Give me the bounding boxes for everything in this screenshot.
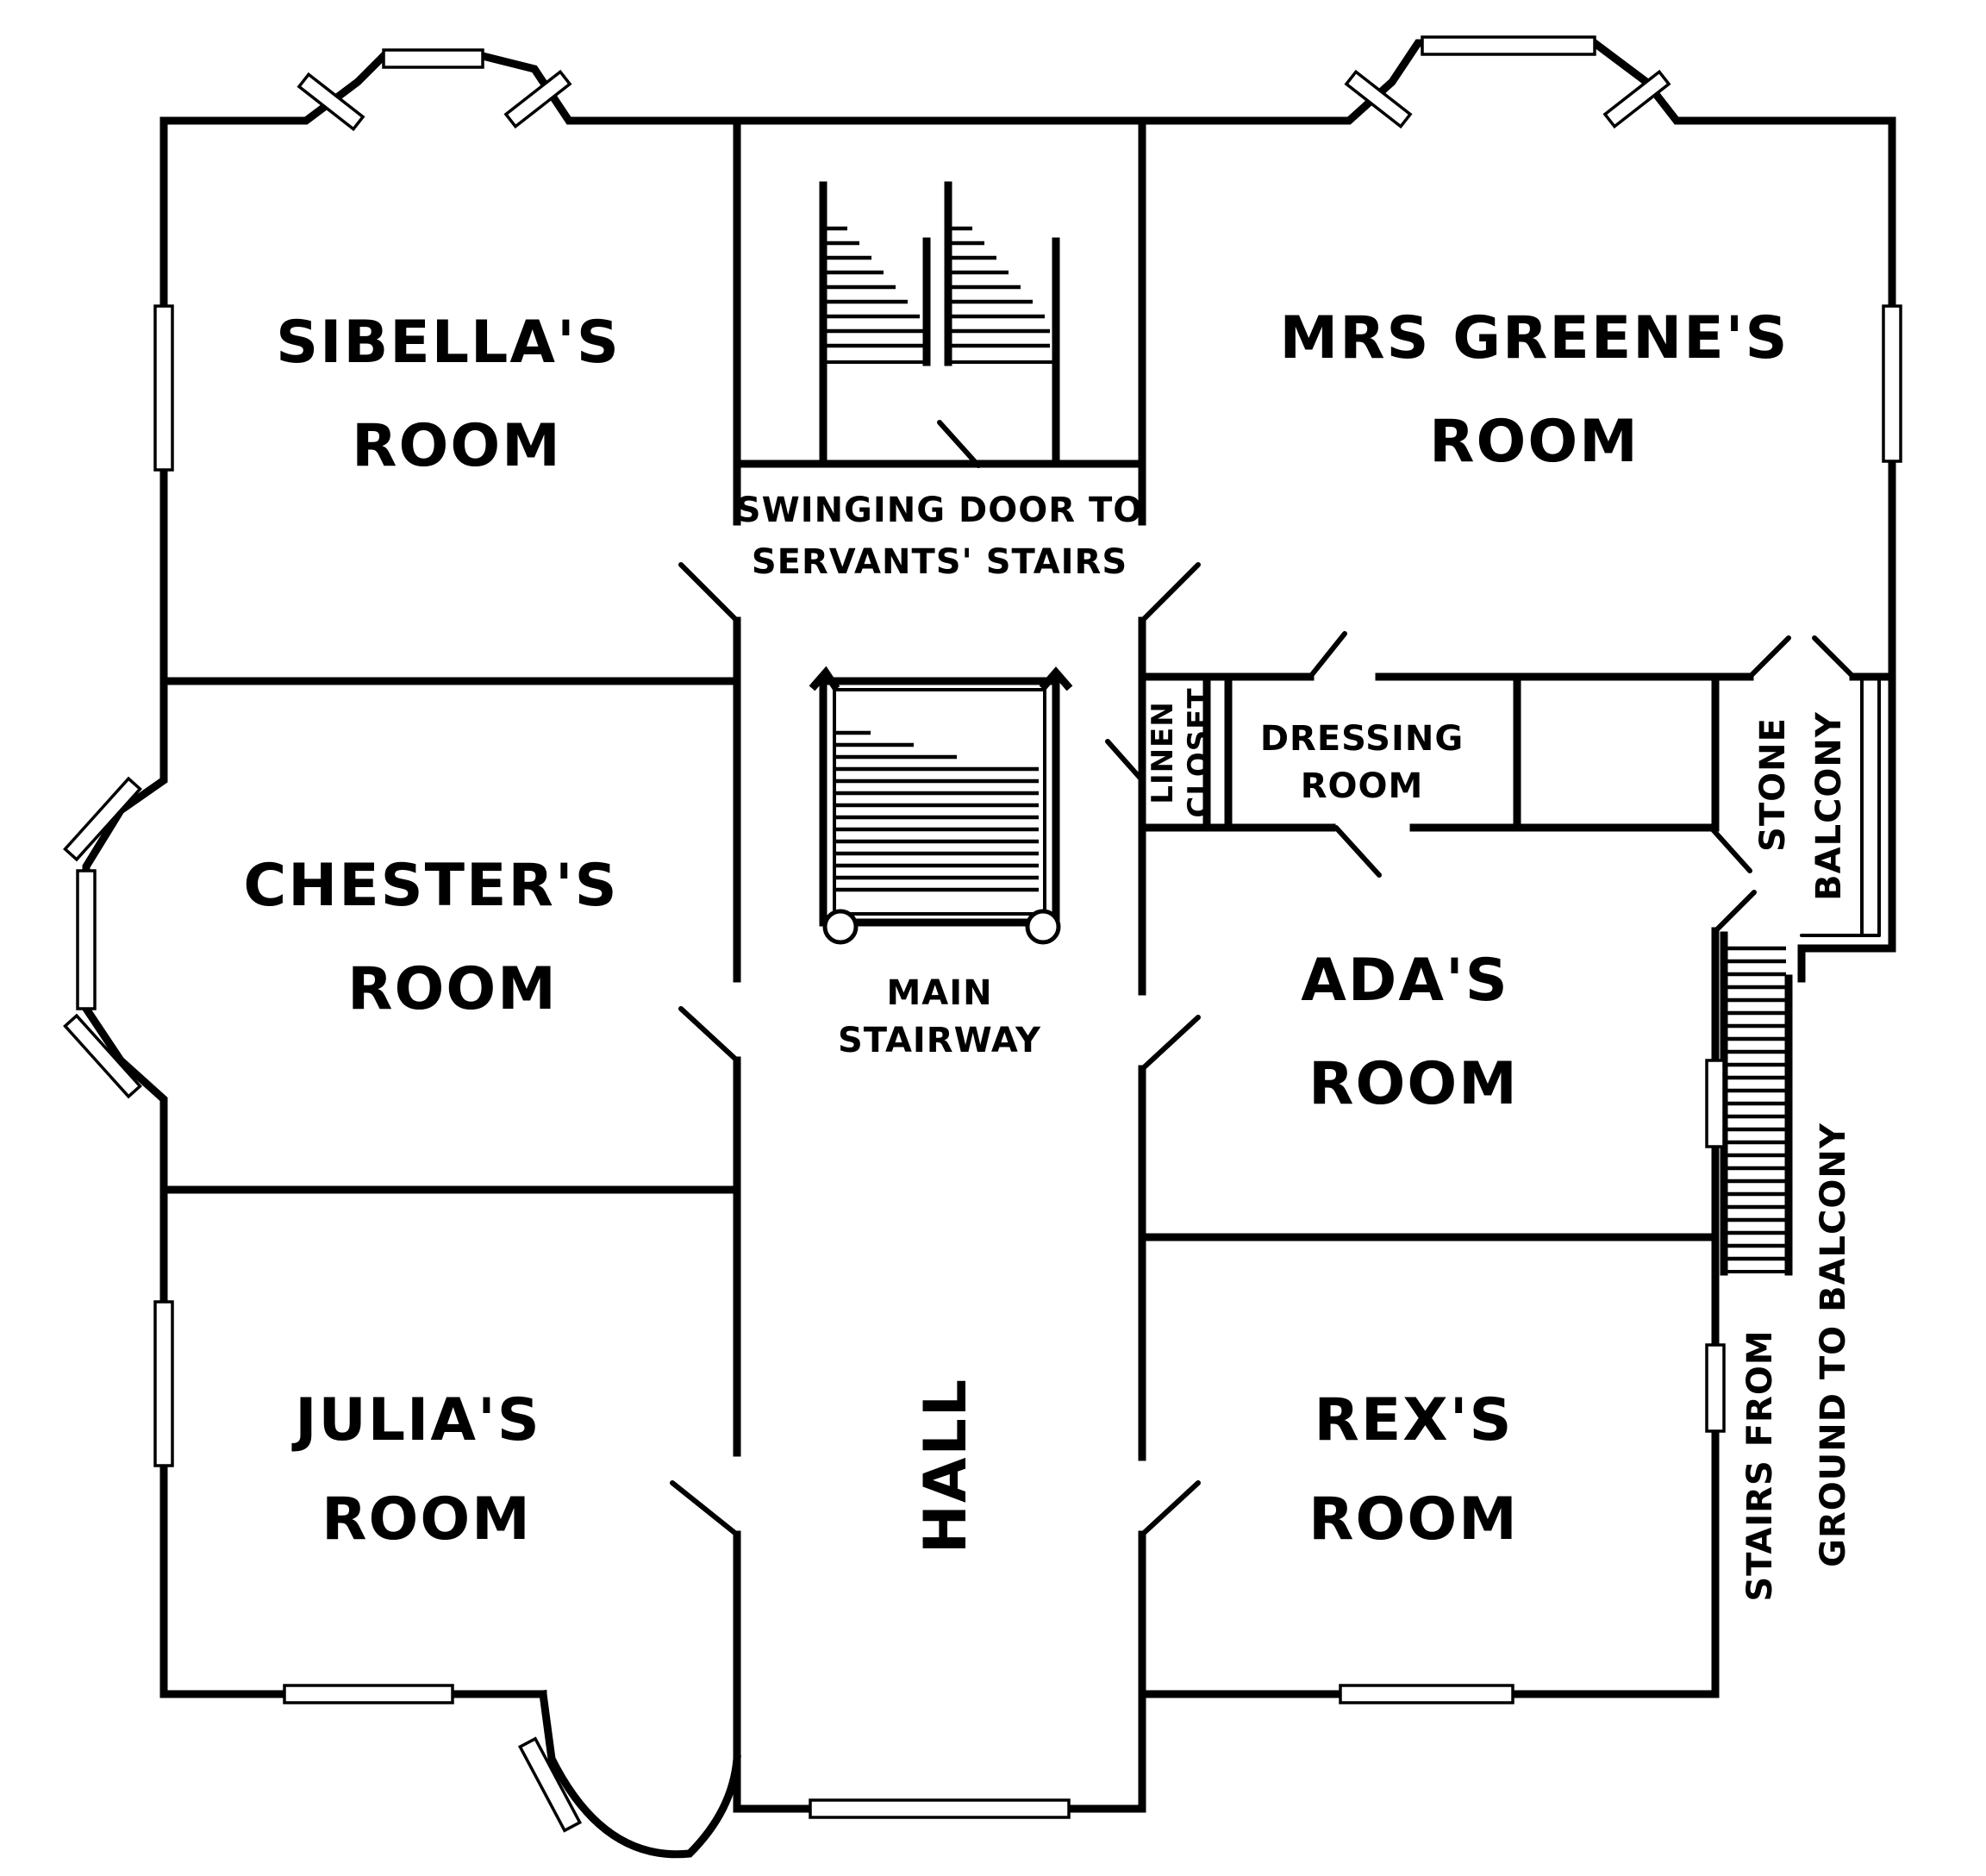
julia-room-word: ROOM (322, 1485, 532, 1554)
dressing-room-line2: ROOM (1301, 766, 1424, 806)
linen-closet-line1: LINEN (1146, 701, 1180, 804)
interior-walls (159, 116, 1896, 1698)
julia-room-name: JULIA'S (291, 1386, 541, 1454)
room-labels: SIBELLA'S ROOM MRS GREENE'S ROOM CHESTER… (243, 304, 1853, 1602)
bottom-bay-wall (538, 1689, 741, 1859)
dressing-room-line1: DRESSING (1260, 719, 1464, 759)
hall-label: HALL (912, 1378, 980, 1554)
sibella-room-word: ROOM (352, 412, 562, 480)
main-stairway-line2: STAIRWAY (838, 1021, 1041, 1060)
doors (670, 420, 1856, 1537)
stone-balcony-line2: BALCONY (1809, 711, 1849, 901)
linen-closet-line2: CLOSET (1182, 687, 1216, 817)
balcony-stairs-line1: STAIRS FROM (1740, 1329, 1780, 1601)
main-stairway (809, 666, 1073, 945)
ada-room-word: ROOM (1308, 1050, 1519, 1118)
mrs-greene-room-word: ROOM (1429, 408, 1639, 476)
mrs-greene-room-name: MRS GREENE'S (1280, 304, 1789, 372)
swinging-door-line2: SERVANTS' STAIRS (752, 542, 1127, 582)
balcony-stairs (1720, 931, 1793, 1276)
ada-room-name: ADA'S (1301, 947, 1509, 1015)
servants-stairs (819, 181, 1060, 468)
stone-balcony-line1: STONE (1753, 717, 1793, 852)
sibella-room-name: SIBELLA'S (276, 309, 621, 377)
windows (63, 35, 1902, 1833)
chester-room-name: CHESTER'S (243, 852, 618, 920)
chester-room-word: ROOM (347, 955, 558, 1023)
rex-room-word: ROOM (1308, 1485, 1519, 1554)
balcony-stairs-line2: GROUND TO BALCONY (1814, 1122, 1853, 1567)
swinging-door-line1: SWINGING DOOR TO (736, 491, 1143, 530)
rex-room-name: REX'S (1314, 1386, 1513, 1454)
main-stairway-line1: MAIN (886, 973, 992, 1013)
